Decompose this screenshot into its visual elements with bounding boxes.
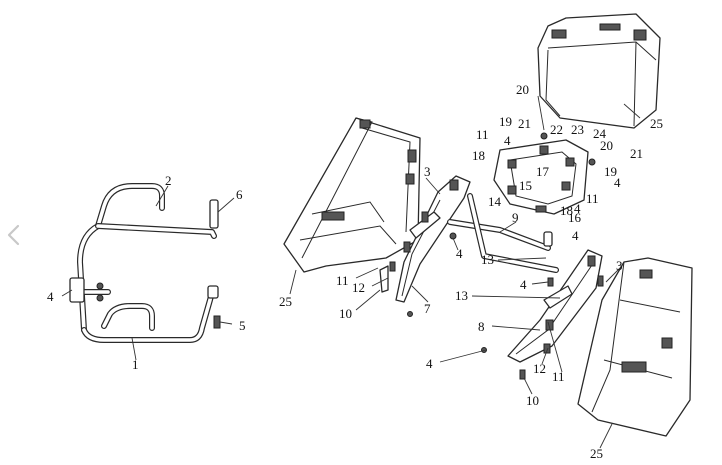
callout-9: 9 (512, 210, 519, 225)
callout-15: 15 (519, 178, 532, 193)
callout-20-top: 20 (516, 82, 529, 97)
callout-8: 8 (478, 319, 485, 334)
callout-5: 5 (239, 318, 246, 333)
callout-19-left: 19 (499, 114, 512, 129)
callout-13-upper: 13 (481, 252, 494, 267)
callout-4-bar: 4 (572, 228, 579, 243)
callout-3-left: 3 (424, 164, 431, 179)
leader-lines (61, 95, 641, 449)
crash-bar-assembly (69, 183, 221, 343)
callout-12-left: 12 (352, 280, 365, 295)
callout-18-left: 18 (472, 148, 485, 163)
rear-connecting-bars (447, 193, 559, 273)
callout-3-right: 3 (616, 258, 623, 273)
callout-4-lower: 4 (426, 356, 433, 371)
callout-10-right: 10 (526, 393, 539, 408)
callout-11-plate-left: 11 (476, 127, 489, 142)
callout-2: 2 (165, 173, 172, 188)
top-case-mounting-plate (493, 132, 596, 215)
callout-4-plate-right: 4 (614, 175, 621, 190)
callout-16: 16 (568, 210, 582, 225)
top-case-box (537, 13, 661, 129)
callout-11-left: 11 (336, 273, 349, 288)
callout-4-left-rack: 4 (456, 246, 463, 261)
callout-17: 17 (536, 164, 550, 179)
right-side-rack (481, 249, 604, 380)
callout-labels: 1 2 3 3 4 4 4 4 4 4 4 4 5 6 7 8 9 10 10 … (47, 82, 663, 461)
callout-25-top-case: 25 (650, 116, 663, 131)
callout-4-crash-bar: 4 (47, 289, 54, 304)
chevron-left-icon (7, 224, 20, 246)
callout-4-plate-bottom: 4 (574, 201, 581, 216)
callout-6: 6 (236, 187, 243, 202)
callout-14: 14 (488, 194, 502, 209)
callout-4-rear: 4 (520, 277, 527, 292)
callout-13-lower: 13 (455, 288, 468, 303)
callout-22: 22 (550, 122, 563, 137)
left-side-rack (379, 175, 471, 317)
callout-21-right: 21 (630, 146, 643, 161)
callout-20-right: 20 (600, 138, 613, 153)
callout-7: 7 (424, 301, 431, 316)
callout-25-right-pannier: 25 (590, 446, 603, 461)
callout-4-plate-left: 4 (504, 133, 511, 148)
previous-image-button[interactable] (4, 222, 24, 248)
callout-24: 24 (593, 126, 607, 141)
callout-18-right: 18 (560, 203, 573, 218)
callout-10-left: 10 (339, 306, 352, 321)
callout-12-right: 12 (533, 361, 546, 376)
callout-1: 1 (132, 357, 139, 372)
callout-25-left-pannier: 25 (279, 294, 292, 309)
callout-11-plate-right: 11 (586, 191, 599, 206)
callout-19-right: 19 (604, 164, 617, 179)
callout-23: 23 (571, 122, 584, 137)
left-pannier-case (283, 117, 421, 273)
callout-21-left: 21 (518, 116, 531, 131)
callout-11-right: 11 (552, 369, 565, 384)
right-pannier-case (577, 257, 693, 437)
